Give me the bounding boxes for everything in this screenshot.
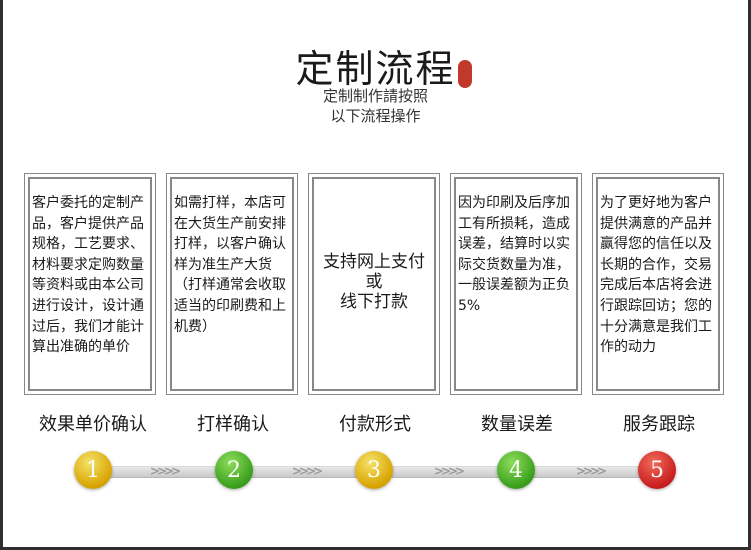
payment-line-1: 支持网上支付 <box>323 252 425 272</box>
chevron-right-icon: >>>> <box>433 464 465 478</box>
step-card-5-text: 为了更好地为客户提供满意的产品并赢得您的信任以及长期的合作，交易完成后本店将会进… <box>600 195 712 356</box>
step-number-3: 3 <box>355 451 393 489</box>
step-card-4: 因为印刷及后序加工有所损耗，造成误差，结算时以实际交货数量为准，一般误差额为正负… <box>450 173 582 395</box>
step-card-1-inner: 客户委托的定制产品，客户提供产品规格，工艺要求、材料要求定购数量等资料或由本公司… <box>28 177 152 391</box>
step-card-3-inner: 支持网上支付 或 线下打款 <box>312 177 436 391</box>
payment-line-3: 线下打款 <box>340 292 408 312</box>
chevron-right-icon: >>>> <box>291 464 323 478</box>
step-label-1: 效果单价确认 <box>39 414 147 435</box>
page-title: 定制流程 <box>295 47 456 91</box>
chevron-right-icon: >>>> <box>575 464 607 478</box>
step-card-3: 支持网上支付 或 线下打款 <box>308 173 440 395</box>
step-card-2-inner: 如需打样，本店可在大货生产前安排打样，以客户确认样为准生产大货（打样通常会收取适… <box>170 177 294 391</box>
step-card-1-text: 客户委托的定制产品，客户提供产品规格，工艺要求、材料要求定购数量等资料或由本公司… <box>32 195 144 356</box>
step-card-3-text: 支持网上支付 或 线下打款 <box>314 252 434 312</box>
payment-line-2: 或 <box>365 272 383 292</box>
step-label-3: 付款形式 <box>339 414 411 435</box>
step-number-5: 5 <box>638 451 676 489</box>
subtitle-line-2: 以下流程操作 <box>330 107 421 125</box>
step-card-5: 为了更好地为客户提供满意的产品并赢得您的信任以及长期的合作，交易完成后本店将会进… <box>592 173 724 395</box>
step-card-2-text: 如需打样，本店可在大货生产前安排打样，以客户确认样为准生产大货（打样通常会收取适… <box>174 195 286 335</box>
step-card-2: 如需打样，本店可在大货生产前安排打样，以客户确认样为准生产大货（打样通常会收取适… <box>166 173 298 395</box>
page-subtitle: 定制制作請按照 以下流程操作 <box>0 86 751 126</box>
step-number-4: 4 <box>497 451 535 489</box>
step-card-1: 客户委托的定制产品，客户提供产品规格，工艺要求、材料要求定购数量等资料或由本公司… <box>24 173 156 395</box>
step-label-2: 打样确认 <box>197 414 269 435</box>
step-label-5: 服务跟踪 <box>623 414 695 435</box>
step-card-4-inner: 因为印刷及后序加工有所损耗，造成误差，结算时以实际交货数量为准，一般误差额为正负… <box>454 177 578 391</box>
step-label-4: 数量误差 <box>481 414 553 435</box>
step-number-1: 1 <box>74 451 112 489</box>
step-card-4-text: 因为印刷及后序加工有所损耗，造成误差，结算时以实际交货数量为准，一般误差额为正负… <box>458 195 570 314</box>
subtitle-line-1: 定制制作請按照 <box>322 87 428 105</box>
chevron-right-icon: >>>> <box>149 464 181 478</box>
step-card-5-inner: 为了更好地为客户提供满意的产品并赢得您的信任以及长期的合作，交易完成后本店将会进… <box>596 177 720 391</box>
step-number-2: 2 <box>215 451 253 489</box>
seal-stamp <box>458 60 472 88</box>
